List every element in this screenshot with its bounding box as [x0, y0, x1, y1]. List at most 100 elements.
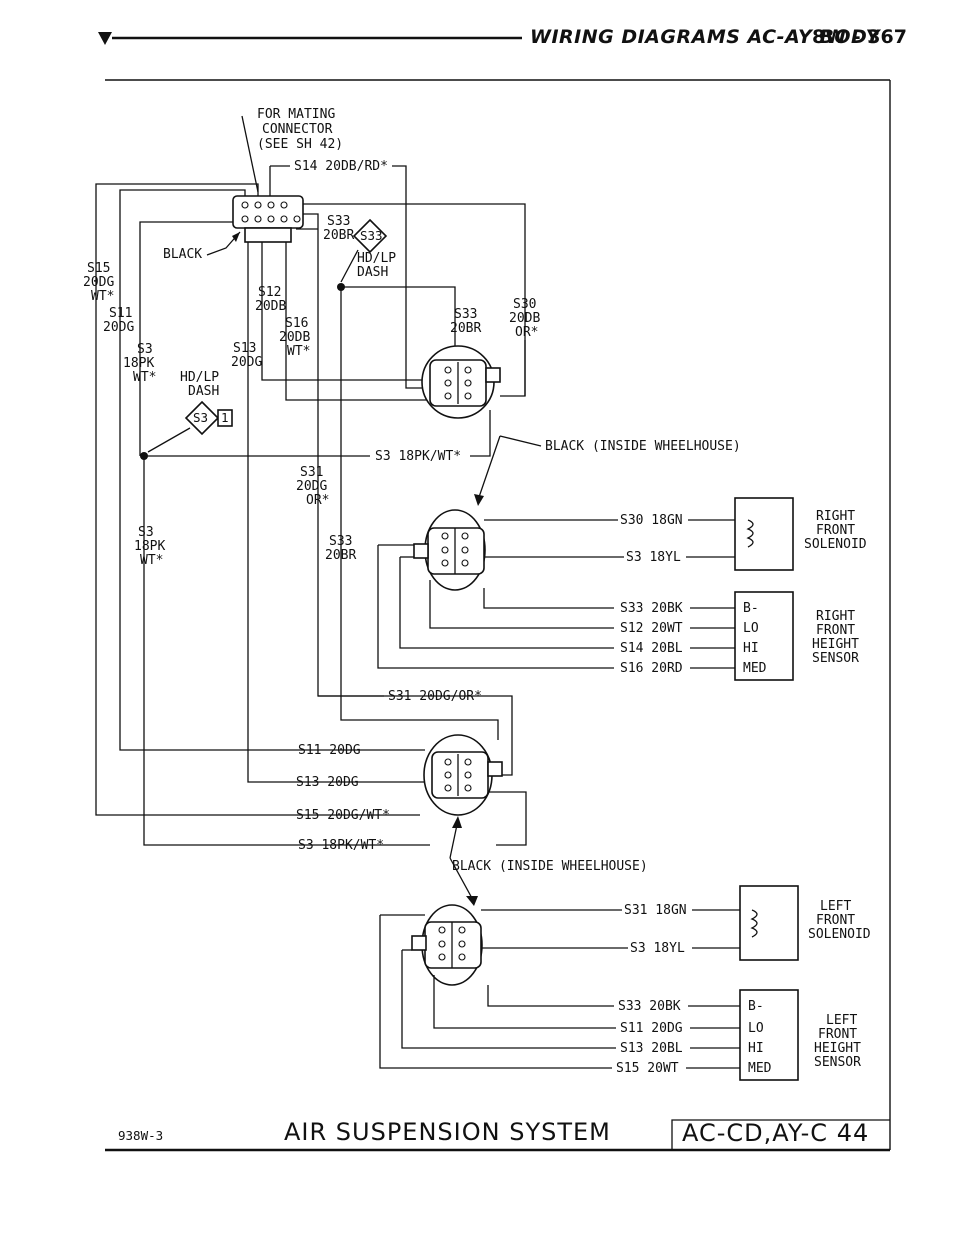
svg-text:DASH: DASH	[188, 384, 219, 399]
svg-text:S3 18YL: S3 18YL	[630, 941, 685, 956]
svg-text:OR*: OR*	[515, 325, 538, 340]
svg-text:B-: B-	[748, 999, 764, 1014]
svg-text:S3: S3	[137, 342, 153, 357]
footer-system-title: AIR SUSPENSION SYSTEM	[284, 1118, 611, 1146]
svg-text:DASH: DASH	[357, 265, 388, 280]
svg-text:S3 18PK/WT*: S3 18PK/WT*	[298, 838, 384, 853]
svg-text:20BR: 20BR	[325, 548, 356, 563]
svg-text:S31: S31	[300, 465, 323, 480]
svg-text:SOLENOID: SOLENOID	[804, 537, 867, 552]
svg-text:S13 20BL: S13 20BL	[620, 1041, 683, 1056]
svg-text:S14 20BL: S14 20BL	[620, 641, 683, 656]
svg-text:WT*: WT*	[91, 289, 114, 304]
svg-text:BLACK (INSIDE WHEELHOUSE): BLACK (INSIDE WHEELHOUSE)	[452, 859, 648, 874]
right-front-solenoid-box	[734, 497, 794, 571]
diagram-footer: 938W-3 AIR SUSPENSION SYSTEM AC-CD,AY-C …	[118, 1118, 890, 1150]
svg-text:S12 20WT: S12 20WT	[620, 621, 683, 636]
header-page-number: 8W - 367	[812, 26, 907, 48]
svg-text:FRONT: FRONT	[816, 623, 855, 638]
svg-text:FRONT: FRONT	[816, 523, 855, 538]
svg-text:20BR: 20BR	[323, 228, 354, 243]
svg-text:HEIGHT: HEIGHT	[812, 637, 859, 652]
svg-text:S13: S13	[233, 341, 256, 356]
svg-text:B-: B-	[743, 601, 759, 616]
svg-text:RIGHT: RIGHT	[816, 609, 855, 624]
svg-text:WT*: WT*	[133, 370, 156, 385]
upper-wire-labels: S12 20DB S16 20DB WT* S13 20DG S33 20BR …	[134, 285, 540, 568]
splice-s3: S3 1	[140, 400, 430, 846]
svg-text:S3 18YL: S3 18YL	[626, 550, 681, 565]
svg-text:S30 18GN: S30 18GN	[620, 513, 683, 528]
svg-text:S12: S12	[258, 285, 281, 300]
header-rule	[98, 32, 522, 45]
svg-text:S33: S33	[454, 307, 477, 322]
svg-text:S14 20DB/RD*: S14 20DB/RD*	[294, 159, 388, 174]
splice-s33: S33 S33 20BR HD/LP DASH	[323, 214, 499, 740]
svg-text:S3: S3	[193, 410, 208, 425]
svg-text:20DB: 20DB	[255, 299, 286, 314]
svg-text:20DB: 20DB	[509, 311, 540, 326]
svg-text:S30: S30	[513, 297, 536, 312]
svg-text:BLACK: BLACK	[163, 247, 202, 262]
svg-text:OR*: OR*	[306, 493, 329, 508]
diagram-frame	[105, 79, 891, 1152]
svg-text:S3 18PK/WT*: S3 18PK/WT*	[375, 449, 461, 464]
connector-upper-wheelhouse: BLACK (INSIDE WHEELHOUSE)	[421, 340, 741, 506]
svg-text:20DB: 20DB	[279, 330, 310, 345]
header-triangle-icon	[98, 32, 112, 45]
svg-text:MED: MED	[748, 1061, 772, 1076]
svg-text:FOR MATING: FOR MATING	[257, 107, 335, 122]
svg-text:S33: S33	[327, 214, 350, 229]
svg-text:LEFT: LEFT	[826, 1013, 857, 1028]
svg-text:HI: HI	[743, 641, 759, 656]
svg-text:MED: MED	[743, 661, 767, 676]
left-front-wiring: S31 18GN S3 18YL LEFT FRONT SOLENOID S33…	[379, 885, 871, 1081]
svg-text:20DG: 20DG	[83, 275, 114, 290]
svg-text:CONNECTOR: CONNECTOR	[262, 122, 333, 137]
svg-text:LEFT: LEFT	[820, 899, 851, 914]
svg-text:BLACK (INSIDE WHEELHOUSE): BLACK (INSIDE WHEELHOUSE)	[545, 439, 741, 454]
top-harness-wires: BLACK	[95, 165, 526, 816]
svg-text:20DG: 20DG	[231, 355, 262, 370]
left-front-sensor-box	[739, 989, 799, 1081]
left-wire-labels: S15 20DG WT* S11 20DG S3 18PK WT* HD/LP …	[83, 261, 219, 399]
svg-text:1: 1	[221, 410, 229, 425]
right-front-sensor-box	[734, 591, 794, 681]
svg-text:S33 20BK: S33 20BK	[620, 601, 683, 616]
svg-text:S31 18GN: S31 18GN	[624, 903, 687, 918]
svg-text:WT*: WT*	[287, 344, 310, 359]
mating-connector-note: FOR MATING CONNECTOR (SEE SH 42) S14 20D…	[241, 107, 388, 193]
svg-text:S11 20DG: S11 20DG	[298, 743, 361, 758]
svg-text:S33: S33	[329, 534, 352, 549]
svg-text:HI: HI	[748, 1041, 764, 1056]
right-front-wiring: S30 18GN S3 18YL RIGHT FRONT SOLENOID S3…	[318, 497, 867, 704]
svg-text:S11: S11	[109, 306, 132, 321]
svg-text:HD/LP: HD/LP	[180, 370, 219, 385]
svg-text:S15 20WT: S15 20WT	[616, 1061, 679, 1076]
svg-text:S31 20DG/OR*: S31 20DG/OR*	[388, 689, 482, 704]
svg-text:SENSOR: SENSOR	[812, 651, 859, 666]
svg-text:SENSOR: SENSOR	[814, 1055, 861, 1070]
svg-text:LO: LO	[748, 1021, 764, 1036]
svg-text:FRONT: FRONT	[818, 1027, 857, 1042]
svg-text:(SEE SH 42): (SEE SH 42)	[257, 137, 343, 152]
page-header: WIRING DIAGRAMS AC-AY BODY 8W - 367	[0, 0, 960, 70]
svg-text:S15 20DG/WT*: S15 20DG/WT*	[296, 808, 390, 823]
svg-text:RIGHT: RIGHT	[816, 509, 855, 524]
svg-text:20DG: 20DG	[296, 479, 327, 494]
svg-text:S33: S33	[360, 228, 383, 243]
top-mating-connector	[232, 195, 304, 243]
svg-text:FRONT: FRONT	[816, 913, 855, 928]
svg-text:HEIGHT: HEIGHT	[814, 1041, 861, 1056]
svg-text:SOLENOID: SOLENOID	[808, 927, 871, 942]
connector-left-front	[411, 904, 483, 986]
svg-text:S11 20DG: S11 20DG	[620, 1021, 683, 1036]
svg-text:18PK: 18PK	[134, 539, 165, 554]
header-title: WIRING DIAGRAMS AC-AY BODY	[530, 26, 881, 48]
left-front-solenoid-box	[739, 885, 799, 961]
svg-text:S13 20DG: S13 20DG	[296, 775, 359, 790]
svg-text:S33 20BK: S33 20BK	[618, 999, 681, 1014]
svg-text:WT*: WT*	[140, 553, 163, 568]
svg-text:18PK: 18PK	[123, 356, 154, 371]
